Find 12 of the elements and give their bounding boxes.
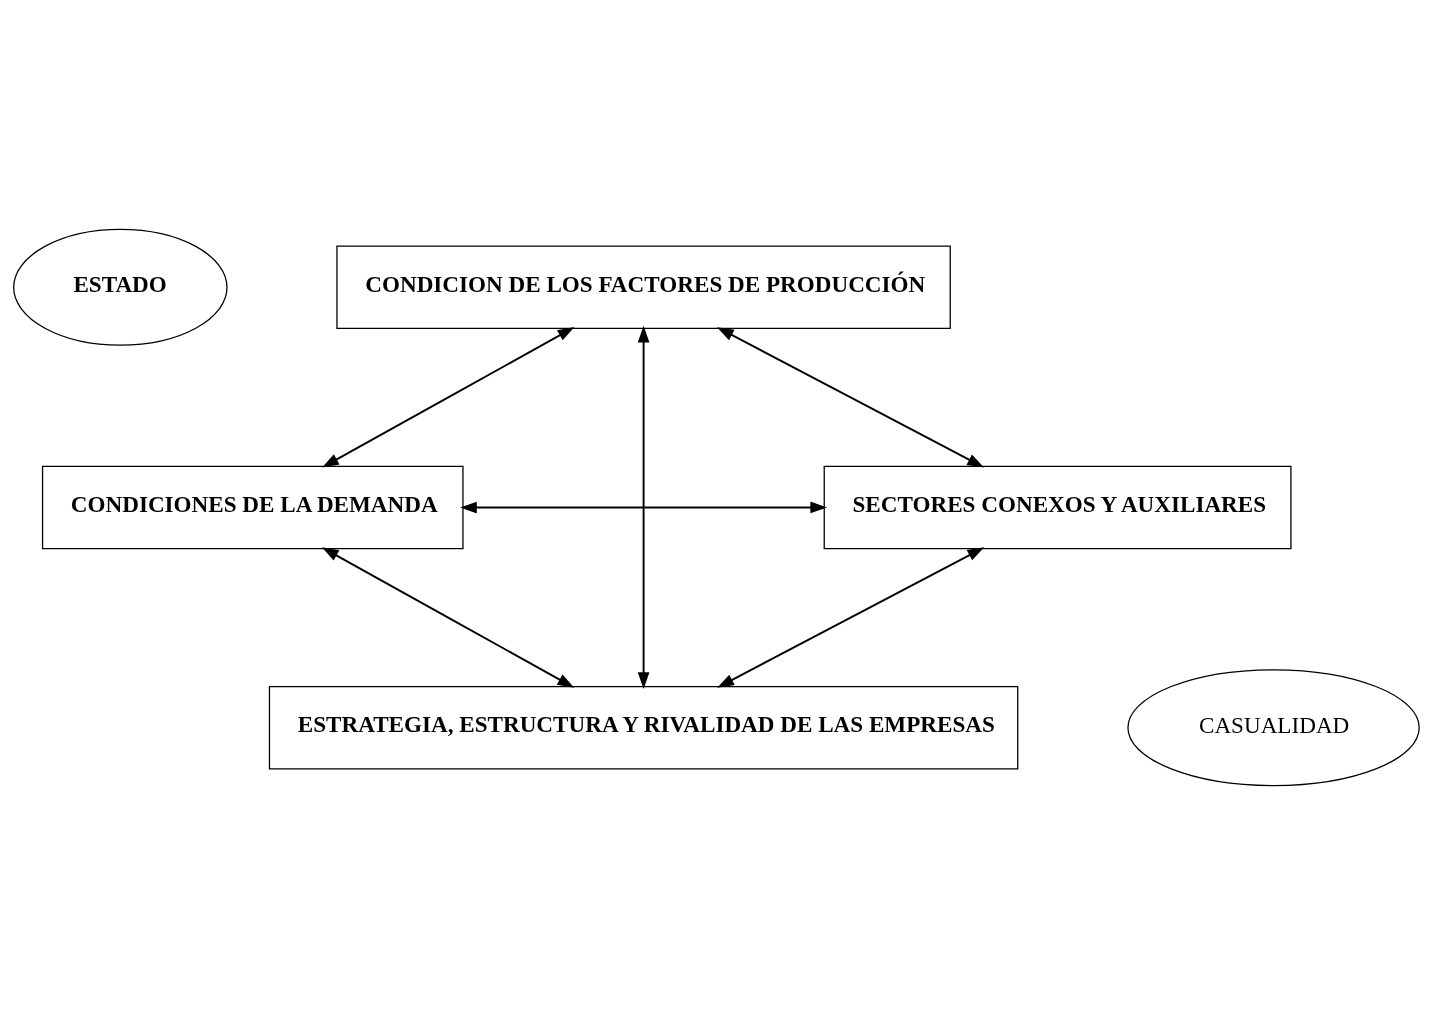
arrow [460, 501, 828, 514]
arrow [716, 327, 984, 468]
node-box: CONDICION DE LOS FACTORES DE PRODUCCIÓN [336, 245, 951, 330]
arrow [322, 327, 575, 468]
arrow [717, 547, 985, 688]
node-ellipse: ESTADO [13, 228, 228, 346]
arrow [321, 547, 575, 688]
node-box: SECTORES CONEXOS Y AUXILIARES [823, 465, 1292, 550]
arrow [637, 325, 650, 689]
node-ellipse: CASUALIDAD [1127, 669, 1420, 787]
node-box: CONDICIONES DE LA DEMANDA [41, 465, 464, 550]
node-box: ESTRATEGIA, ESTRUCTURA Y RIVALIDAD DE LAS EMPRESAS [268, 685, 1019, 770]
